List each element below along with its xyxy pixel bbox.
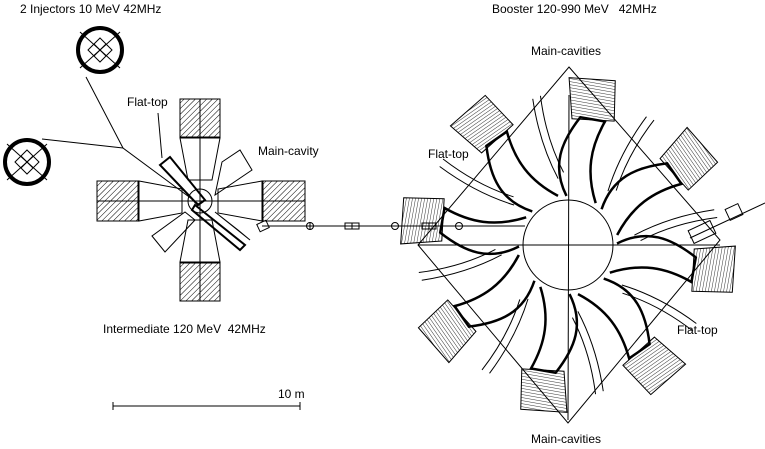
booster-dee <box>439 158 515 206</box>
booster-magnet <box>659 126 719 191</box>
booster-maincavities-bottom-label: Main-cavities <box>531 432 602 446</box>
booster-cavity <box>557 115 607 204</box>
booster-dee <box>634 209 718 242</box>
booster-dee <box>532 95 565 179</box>
booster-sector <box>400 158 527 256</box>
booster-sector <box>481 286 579 413</box>
booster-dee <box>607 116 655 192</box>
booster-sector <box>449 94 565 213</box>
booster-cavity <box>529 286 579 375</box>
booster-dee <box>621 284 697 332</box>
booster-cavity <box>485 129 559 213</box>
booster-dee <box>571 311 604 395</box>
booster-sector <box>600 126 719 242</box>
injector-1 <box>76 26 124 74</box>
booster-cyclotron <box>400 66 765 424</box>
intermediate-maincavity-label: Main-cavity <box>258 144 319 158</box>
booster-cavity <box>452 254 536 328</box>
booster-magnet <box>417 299 477 364</box>
booster-cavity <box>577 277 651 361</box>
injector-beamline <box>41 138 124 149</box>
booster-cavity <box>609 234 698 284</box>
injectors-label: 2 Injectors 10 MeV 42MHz <box>20 2 162 16</box>
injector-2 <box>3 138 51 186</box>
scale-label: 10 m <box>278 387 305 401</box>
booster-sector <box>417 248 536 364</box>
booster-cavity <box>438 206 527 256</box>
extraction-element <box>724 202 744 222</box>
booster-dee <box>481 298 529 374</box>
scale-bar <box>112 402 301 410</box>
booster-cavity <box>600 162 684 236</box>
flattop-pointer <box>157 112 163 159</box>
extraction-line <box>689 202 765 239</box>
booster-dee <box>418 248 502 281</box>
booster-flattop-right-label: Flat-top <box>677 323 718 337</box>
booster-flattop-left-label: Flat-top <box>428 147 469 161</box>
booster-sector <box>609 234 736 332</box>
booster-magnet <box>622 336 687 396</box>
booster-sector <box>557 77 655 204</box>
intermediate-cyclotron <box>96 98 306 302</box>
booster-label: Booster 120-990 MeV 42MHz <box>492 2 657 16</box>
booster-maincavities-top-label: Main-cavities <box>531 44 602 58</box>
intermediate-flattop-label: Flat-top <box>127 95 168 109</box>
booster-sector <box>571 277 687 396</box>
intermediate-label: Intermediate 120 MeV 42MHz <box>103 322 266 336</box>
